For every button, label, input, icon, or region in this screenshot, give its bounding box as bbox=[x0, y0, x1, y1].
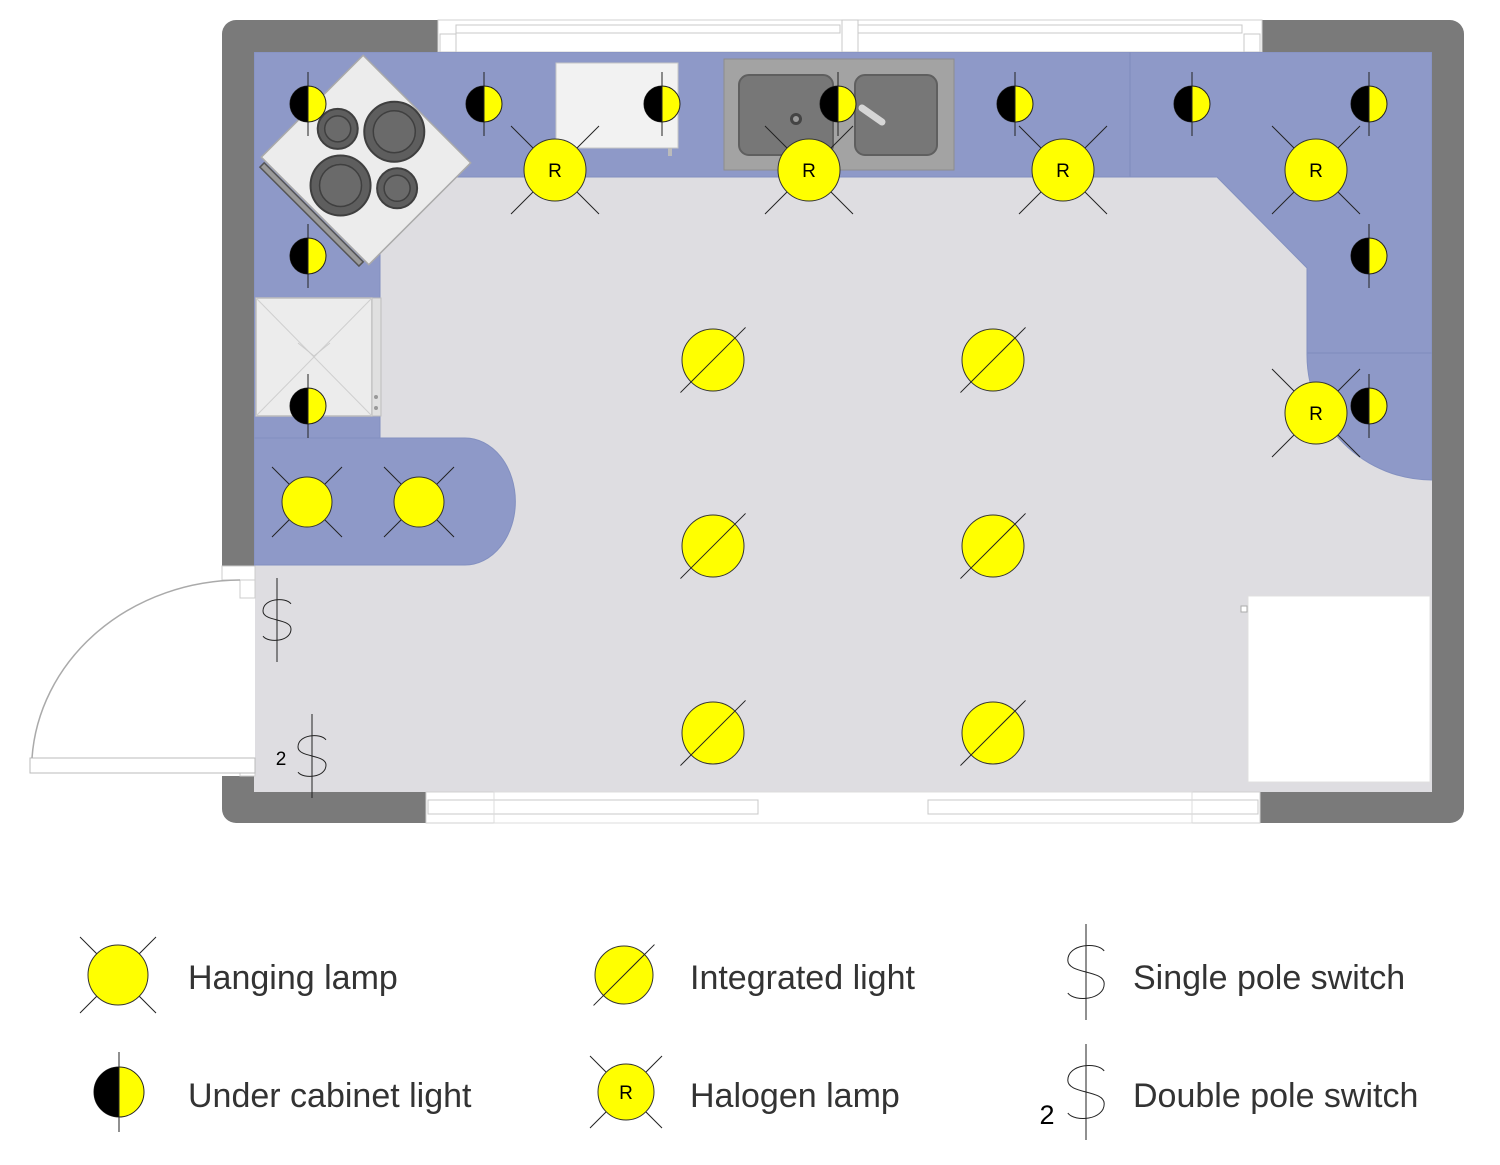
under-cabinet-light-symbol bbox=[1350, 72, 1388, 136]
legend: Hanging lamp Integrated light Single pole … bbox=[79, 924, 1418, 1140]
under-cabinet-light-symbol bbox=[289, 374, 327, 438]
walls bbox=[222, 20, 1464, 823]
halogen-lamp-symbol: R bbox=[1271, 125, 1361, 215]
under-cabinet-light-symbol bbox=[819, 72, 857, 136]
under-cabinet-light-symbol bbox=[289, 224, 327, 288]
under-cabinet-light-symbol bbox=[1350, 224, 1388, 288]
halogen-lamp-symbol: R bbox=[1271, 368, 1361, 458]
under-cabinet-light-symbol bbox=[1173, 72, 1211, 136]
double-pole-switch-symbol: 2 bbox=[276, 714, 327, 798]
integrated-light-symbol bbox=[960, 700, 1026, 766]
legend-label-double-pole-switch: Double pole switch bbox=[1133, 1077, 1418, 1115]
legend-label-under-cabinet-light: Under cabinet light bbox=[188, 1077, 472, 1115]
under-cabinet-light-symbol bbox=[289, 72, 327, 136]
lighting-symbols: R R R R R 2 bbox=[262, 72, 1388, 798]
legend-label-hanging-lamp: Hanging lamp bbox=[188, 959, 398, 997]
under-cabinet-light-symbol bbox=[996, 72, 1034, 136]
hanging-lamp-symbol bbox=[79, 936, 157, 1014]
integrated-light-symbol bbox=[680, 513, 746, 579]
halogen-lamp-letter: R bbox=[802, 161, 816, 182]
halogen-lamp-symbol: R bbox=[764, 125, 854, 215]
top-window bbox=[437, 19, 1263, 53]
halogen-lamp-symbol: R bbox=[510, 125, 600, 215]
halogen-lamp-letter: R bbox=[548, 161, 562, 182]
double-pole-number: 2 bbox=[1039, 1100, 1054, 1130]
halogen-lamp-symbol: R bbox=[589, 1055, 663, 1129]
halogen-lamp-symbol: R bbox=[1018, 125, 1108, 215]
single-pole-switch-symbol bbox=[262, 578, 292, 662]
hanging-lamp-symbol bbox=[383, 466, 455, 538]
double-pole-switch-symbol: 2 bbox=[1039, 1044, 1105, 1140]
under-cabinet-light-symbol bbox=[93, 1052, 145, 1132]
integrated-light-symbol bbox=[960, 513, 1026, 579]
legend-label-single-pole-switch: Single pole switch bbox=[1133, 959, 1405, 997]
integrated-light-symbol bbox=[680, 327, 746, 393]
single-pole-switch-symbol bbox=[1067, 924, 1105, 1020]
halogen-lamp-letter: R bbox=[1056, 161, 1070, 182]
under-cabinet-light-symbol bbox=[465, 72, 503, 136]
double-pole-number: 2 bbox=[276, 749, 287, 770]
legend-label-halogen-lamp: Halogen lamp bbox=[690, 1077, 900, 1115]
integrated-light-symbol bbox=[680, 700, 746, 766]
entry-door bbox=[29, 565, 256, 777]
dining-table bbox=[1240, 595, 1431, 783]
under-cabinet-light-symbol bbox=[1350, 374, 1388, 438]
integrated-light-symbol bbox=[593, 944, 655, 1006]
bottom-window bbox=[425, 791, 1261, 824]
halogen-lamp-letter: R bbox=[1309, 161, 1323, 182]
hanging-lamp-symbol bbox=[271, 466, 343, 538]
halogen-lamp-letter: R bbox=[619, 1083, 633, 1104]
under-cabinet-light-symbol bbox=[643, 72, 681, 136]
integrated-light-symbol bbox=[960, 327, 1026, 393]
legend-label-integrated-light: Integrated light bbox=[690, 959, 915, 997]
halogen-lamp-letter: R bbox=[1309, 404, 1323, 425]
